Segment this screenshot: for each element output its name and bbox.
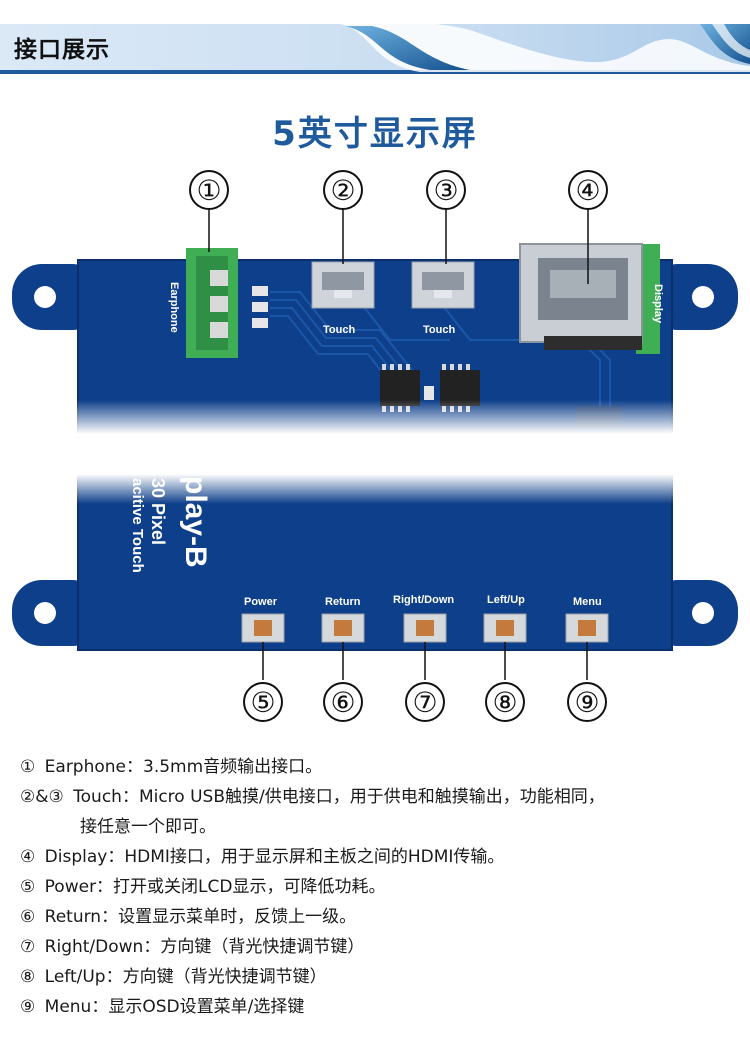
- label-touch-1: Touch: [323, 324, 356, 336]
- desc-display: ④ Display：HDMI接口，用于显示屏和主板之间的HDMI传输。: [20, 847, 505, 867]
- callout-6: ⑥: [323, 682, 363, 722]
- callout-1: ①: [189, 170, 229, 210]
- desc-earphone: ① Earphone：3.5mm音频输出接口。: [20, 757, 323, 777]
- callout-2: ②: [323, 170, 363, 210]
- desc-right-down: ⑦ Right/Down：方向键（背光快捷调节键）: [20, 937, 365, 957]
- desc-left-up: ⑧ Left/Up：方向键（背光快捷调节键）: [20, 967, 327, 987]
- label-power: Power: [244, 596, 278, 608]
- callout-8: ⑧: [485, 682, 525, 722]
- label-touch-2: Touch: [423, 324, 456, 336]
- label-display: Display: [652, 284, 664, 324]
- callout-5: ⑤: [243, 682, 283, 722]
- desc-power: ⑤ Power：打开或关闭LCD显示，可降低功耗。: [20, 877, 386, 897]
- pcb-board: [0, 208, 750, 680]
- silkscreen-model: play-B: [179, 476, 212, 568]
- callout-9: ⑨: [567, 682, 607, 722]
- label-earphone: Earphone: [168, 282, 180, 333]
- label-return: Return: [325, 596, 361, 608]
- header-banner-graphic: [0, 21, 750, 74]
- desc-return: ⑥ Return：设置显示菜单时，反馈上一级。: [20, 907, 357, 927]
- section-title: 接口展示: [14, 37, 110, 63]
- product-title: 5英寸显示屏: [272, 114, 478, 154]
- label-left-up: Left/Up: [487, 594, 525, 606]
- section-header: 接口展示: [0, 0, 750, 78]
- callout-3: ③: [426, 170, 466, 210]
- desc-menu: ⑨ Menu：显示OSD设置菜单/选择键: [20, 997, 305, 1017]
- desc-touch-continued: 接任意一个即可。: [80, 817, 216, 837]
- desc-touch: ②&③ Touch：Micro USB触摸/供电接口，用于供电和触摸输出，功能相…: [20, 787, 605, 807]
- callout-4: ④: [568, 170, 608, 210]
- silkscreen-touch: acitive Touch: [129, 478, 146, 573]
- interface-description-list: ① Earphone：3.5mm音频输出接口。 ②&③ Touch：Micro …: [20, 752, 730, 1022]
- callout-7: ⑦: [405, 682, 445, 722]
- label-right-down: Right/Down: [393, 594, 455, 606]
- board-illustration: ① ② ③ ④ ⑤ ⑥ ⑦ ⑧ ⑨ Earphone Touch Touch D…: [0, 160, 750, 740]
- silkscreen-pixel: 30 Pixel: [148, 478, 168, 546]
- label-menu: Menu: [573, 596, 602, 608]
